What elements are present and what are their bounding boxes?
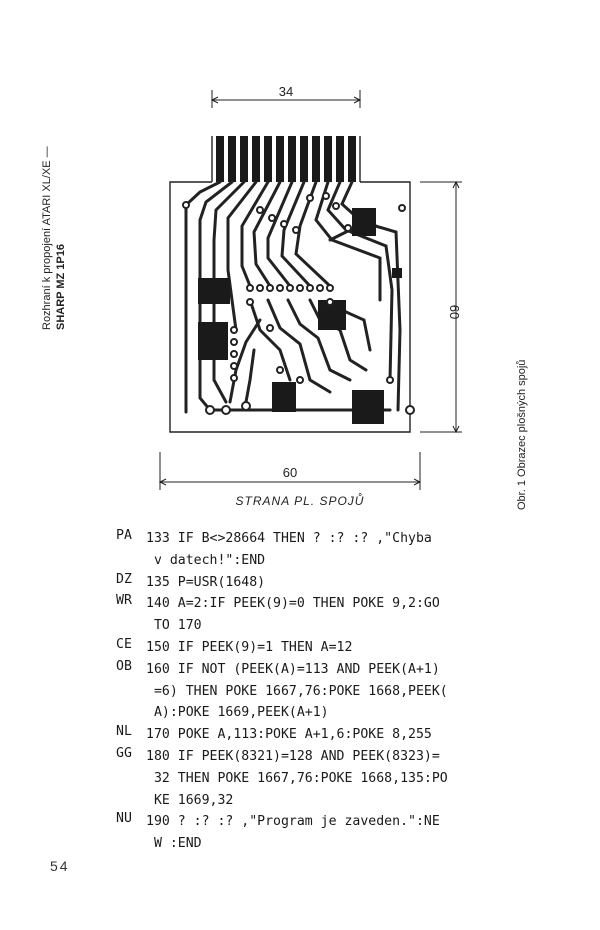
listing-line: CE 150 IF PEEK(9)=1 THEN A=12: [116, 637, 576, 659]
listing-line: NU 190 ? :? :? ,"Program je zaveden.":NE …: [116, 811, 576, 855]
basic-listing: PA 133 IF B<>28664 THEN ? :? :? ,"Chyba v…: [116, 528, 576, 855]
dim-top: [210, 90, 362, 108]
basic-statement: 150 IF PEEK(9)=1 THEN A=12: [146, 639, 353, 655]
checksum-code: OB: [116, 658, 132, 674]
checksum-code: NL: [116, 724, 132, 740]
listing-line: WR 140 A=2:IF PEEK(9)=0 THEN POKE 9,2:GO …: [116, 593, 576, 637]
side-title-line1: Rozhraní k propojení ATARI XL/XE —: [41, 146, 53, 330]
dim-bottom: [158, 452, 422, 490]
board-label: STRANA PL. SPOJŮ: [235, 494, 365, 508]
checksum-code: CE: [116, 636, 132, 652]
figure-caption: Obr. 1 Obrazec plošných spojů: [516, 359, 528, 510]
checksum-code: NU: [116, 811, 132, 827]
pcb-diagram: 34: [158, 84, 462, 490]
basic-statement: 190 ? :? :? ,"Program je zaveden.":NE W …: [146, 814, 440, 852]
basic-statement: 135 P=USR(1648): [146, 574, 266, 590]
listing-line: NL 170 POKE A,113:POKE A+1,6:POKE 8,255: [116, 724, 576, 746]
listing-line: PA 133 IF B<>28664 THEN ? :? :? ,"Chyba v…: [116, 528, 576, 572]
copper-pads: [198, 208, 402, 424]
checksum-code: GG: [116, 745, 132, 761]
basic-statement: 180 IF PEEK(8321)=128 AND PEEK(8323)= 32…: [146, 748, 448, 808]
basic-statement: 170 POKE A,113:POKE A+1,6:POKE 8,255: [146, 727, 432, 743]
checksum-code: WR: [116, 593, 132, 609]
side-title-line2: SHARP MZ 1P16: [55, 244, 67, 330]
dim-top-label: 34: [279, 84, 293, 99]
listing-line: DZ 135 P=USR(1648): [116, 572, 576, 594]
edge-connector: [216, 136, 356, 182]
basic-statement: 133 IF B<>28664 THEN ? :? :? ,"Chyba v d…: [146, 531, 432, 568]
basic-statement: 160 IF NOT (PEEK(A)=113 AND PEEK(A+1) =6…: [146, 661, 448, 721]
page-number: 54: [50, 858, 70, 874]
traces: [184, 180, 402, 414]
dim-right: [420, 180, 462, 434]
basic-statement: 140 A=2:IF PEEK(9)=0 THEN POKE 9,2:GO TO…: [146, 596, 440, 634]
board-outline: [169, 136, 411, 433]
listing-line: OB 160 IF NOT (PEEK(A)=113 AND PEEK(A+1) …: [116, 659, 576, 724]
dim-right-label: 60: [447, 305, 462, 319]
checksum-code: PA: [116, 528, 132, 543]
side-title: Rozhraní k propojení ATARI XL/XE — SHARP…: [40, 146, 68, 330]
checksum-code: DZ: [116, 571, 132, 587]
vias: [182, 192, 415, 415]
listing-line: GG 180 IF PEEK(8321)=128 AND PEEK(8323)= …: [116, 746, 576, 811]
dim-bottom-label: 60: [283, 465, 297, 480]
